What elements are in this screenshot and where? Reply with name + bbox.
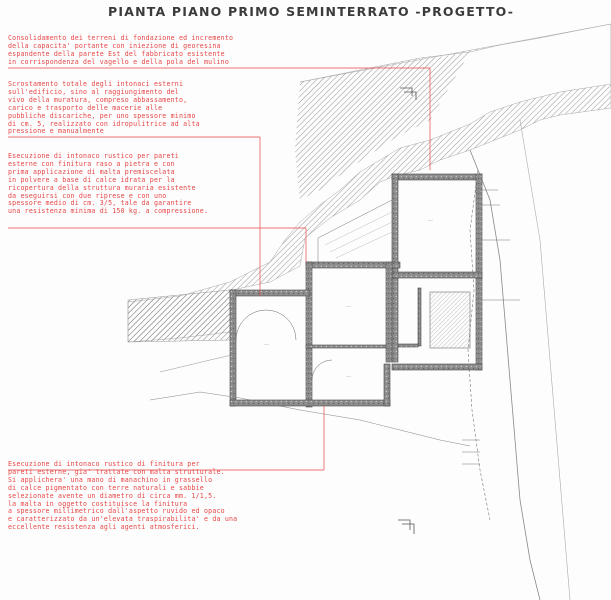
note-line: espandente della parete Est del fabbrica… <box>8 49 225 58</box>
note-line: a spessore millimetrico dall'aspetto ruv… <box>8 507 225 516</box>
building-walls <box>229 173 483 408</box>
room-label-west: ····· <box>264 343 269 347</box>
annotation-leaders <box>8 67 431 471</box>
annotation-note-foundation: Consolidamento dei terreni di fondazione… <box>8 34 234 67</box>
note-line: sull'edificio, sino al raggiungimento de… <box>8 87 179 96</box>
note-line: prima applicazione di malta premiscelata <box>8 167 175 176</box>
note-line: Scrostamento totale degli intonaci ester… <box>8 80 184 88</box>
annotation-note-plaster-removal: Scrostamento totale degli intonaci ester… <box>8 80 200 136</box>
note-line: spessore medio di cm. 3/5, tale da garan… <box>8 199 192 208</box>
terrain-hatch-north <box>127 23 611 343</box>
east-steps <box>462 189 520 465</box>
river-rocks <box>467 169 491 521</box>
note-line: carico e trasporto delle macerie alle <box>8 103 163 112</box>
river-bank-line <box>469 149 541 600</box>
section-marker-north <box>400 87 417 100</box>
note-line: pareti esterne, gia' trattate con malta … <box>8 467 225 476</box>
note-line: e caratterizzato da un'elevata traspirab… <box>8 515 238 524</box>
note-line: Esecuzione di intonaco rustico per paret… <box>8 152 179 160</box>
note-line: Esecuzione di intonaco rustico di finitu… <box>8 460 200 468</box>
note-line: selezionate avente un diametro di circa … <box>8 491 217 500</box>
note-line: in corrispondenza del vagello e della po… <box>8 57 229 66</box>
river-bank-line-2 <box>519 119 571 600</box>
note-line: Consolidamento dei terreni di fondazione… <box>8 34 234 42</box>
annotation-note-finish-plaster: Esecuzione di intonaco rustico di finitu… <box>8 460 238 532</box>
note-line: la malta in oggetto costituisce la finit… <box>8 499 188 508</box>
annotation-note-rustic-plaster: Esecuzione di intonaco rustico per paret… <box>8 152 209 216</box>
stair-hatch-zone <box>429 291 471 349</box>
note-line: di calce pigmentato con terre naturali e… <box>8 483 204 492</box>
note-line: eccellente resistenza agli agenti atmosf… <box>8 523 200 532</box>
page-title: PIANTA PIANO PRIMO SEMINTERRATO -PROGETT… <box>108 4 515 19</box>
ramp-area <box>317 199 393 263</box>
note-line: esterne con finitura raso a pietra e con <box>8 159 175 168</box>
ground-line-south-2 <box>159 354 233 373</box>
door-arcs <box>235 309 333 381</box>
note-line: pubbliche discariche, per uno spessore m… <box>8 111 196 120</box>
note-line: vivo della muratura, compreso abbassamen… <box>8 95 188 104</box>
note-line: ricopertura della struttura muraria esis… <box>8 183 196 192</box>
room-label-center: ····· <box>346 305 351 309</box>
section-marker-south <box>398 519 415 534</box>
note-line: pressione e manualmente <box>8 127 104 136</box>
terrain-hatch-west <box>127 289 231 343</box>
note-line: da eseguirsi con due riprese e con uno <box>8 191 167 200</box>
room-label-south: ····· <box>346 375 351 379</box>
terrain-hatch-upper <box>295 52 470 200</box>
note-line: Si applichera' una mano di manachino in … <box>8 475 213 484</box>
room-label-ne: ····· <box>428 219 433 223</box>
ramp-lines <box>324 211 393 259</box>
ground-line-south <box>149 391 471 447</box>
note-line: della capacita' portante con iniezione d… <box>8 41 221 50</box>
note-line: una resistenza minima di 150 kg. a compr… <box>8 207 209 216</box>
note-line: di cm. 5, realizzato con idropulitrice a… <box>8 119 200 128</box>
note-line: in polvere a base di calce idrata per la <box>8 175 175 184</box>
